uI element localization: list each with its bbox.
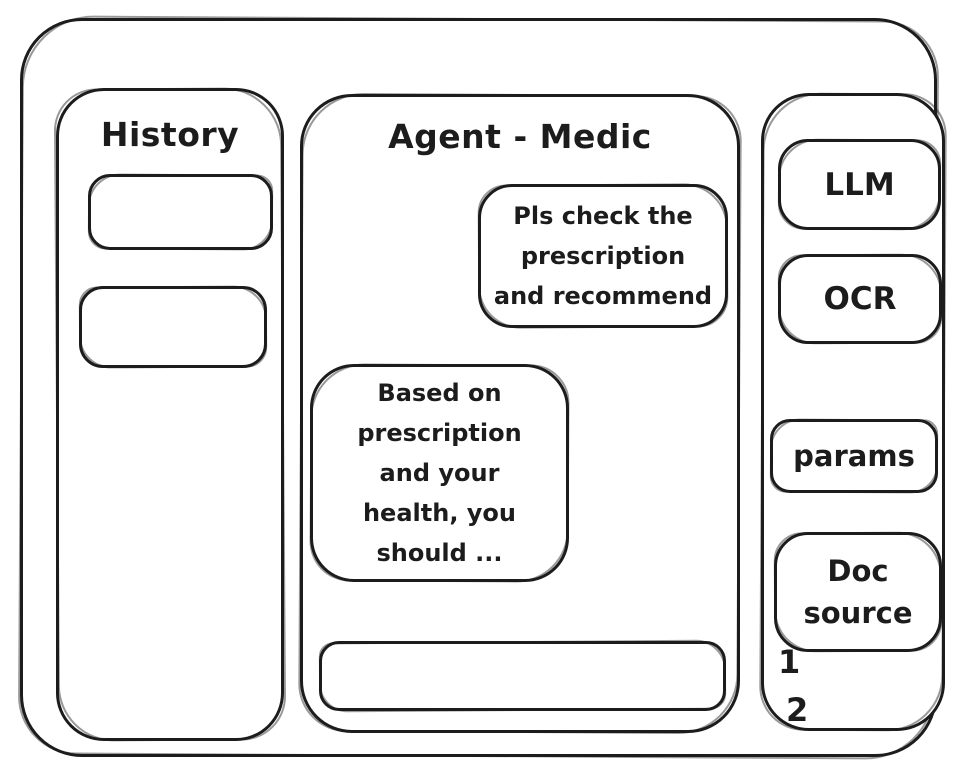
llm-button[interactable]: LLM bbox=[778, 139, 941, 230]
agent-message-bubble: Based on prescription and your health, y… bbox=[310, 364, 569, 582]
history-item[interactable] bbox=[88, 174, 273, 250]
chat-panel: Agent - Medic Pls check the prescription… bbox=[300, 94, 740, 733]
doc-source-button[interactable]: Doc source bbox=[774, 532, 942, 652]
doc-source-item-1[interactable]: 1 bbox=[778, 643, 801, 681]
history-title: History bbox=[100, 115, 240, 154]
message-input-box[interactable] bbox=[319, 641, 726, 711]
history-panel: History bbox=[56, 88, 284, 741]
app-frame: History Agent - Medic Pls check the pres… bbox=[20, 18, 945, 757]
params-button[interactable]: params bbox=[770, 419, 938, 493]
tools-panel: LLM OCR params Doc source 1 2 bbox=[761, 93, 945, 731]
message-input[interactable] bbox=[336, 650, 709, 702]
history-item[interactable] bbox=[79, 286, 267, 368]
user-message-bubble: Pls check the prescription and recommend bbox=[478, 184, 728, 328]
ocr-button[interactable]: OCR bbox=[778, 254, 942, 344]
doc-source-item-2[interactable]: 2 bbox=[786, 691, 809, 729]
chat-title: Agent - Medic bbox=[388, 117, 652, 156]
